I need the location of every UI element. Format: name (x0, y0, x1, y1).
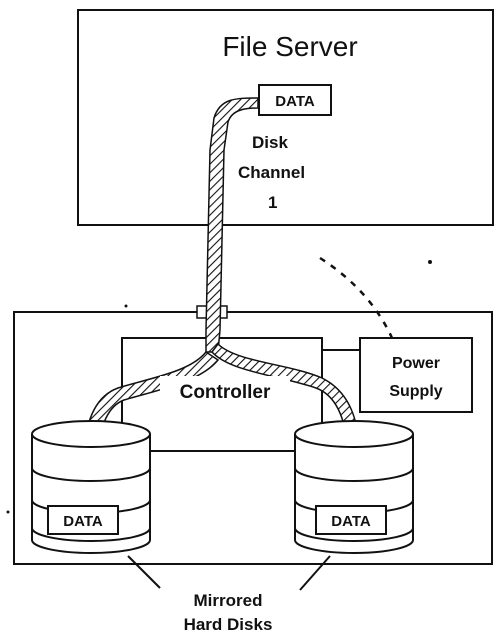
left-disk-data-label: DATA (63, 513, 103, 530)
power-supply-line1: Power (392, 355, 440, 372)
file-server-title: File Server (222, 31, 357, 62)
channel-label-line3: 1 (268, 193, 277, 212)
speck (124, 304, 128, 308)
server-data-label: DATA (275, 93, 315, 110)
disk-subsystem-box (13, 311, 493, 565)
server-data-tag (258, 84, 332, 116)
caption-leader-left (127, 555, 161, 589)
speck (6, 510, 10, 514)
left-disk-data-tag (47, 505, 119, 535)
caption-leader-right (299, 555, 331, 591)
power-supply-line2: Supply (389, 383, 442, 400)
channel-label-line2: Channel (238, 163, 305, 182)
caption-line2: Hard Disks (184, 615, 273, 634)
caption-line1: Mirrored (194, 591, 263, 610)
right-disk-data-tag (315, 505, 387, 535)
channel-label-line1: Disk (252, 133, 288, 152)
controller-label: Controller (180, 382, 271, 403)
speck (428, 260, 432, 264)
power-supply-box (359, 337, 473, 413)
right-disk-data-label: DATA (331, 513, 371, 530)
power-dash-line (319, 256, 394, 339)
file-server-box (77, 9, 494, 226)
